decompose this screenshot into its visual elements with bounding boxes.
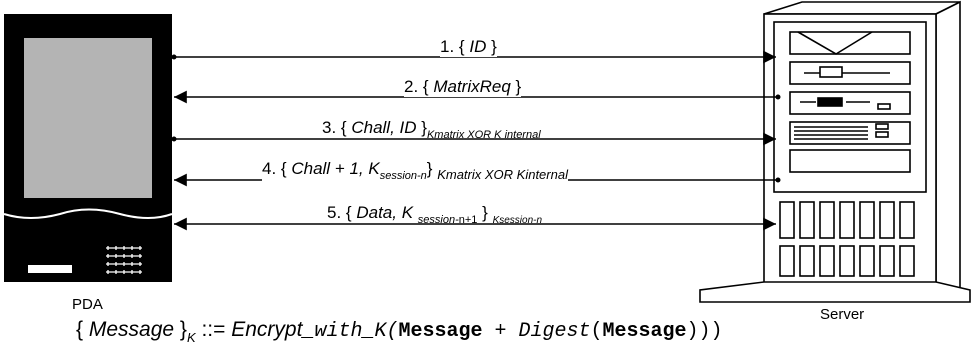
pda-keypad-icon	[106, 246, 142, 274]
server-caption: Server	[820, 306, 865, 323]
encryption-formula: { Message }K ::= Encrypt_with_K(Message …	[76, 318, 723, 345]
message-1-label: 1. { ID }	[440, 37, 497, 57]
message-4-label: 4. { Chall + 1, Ksession-n} Kmatrix XOR …	[262, 159, 568, 185]
pda-screen	[24, 38, 152, 198]
server-tower-icon	[699, 0, 971, 303]
pda-slot-icon	[28, 265, 72, 273]
pda-device-icon	[3, 14, 173, 282]
message-5-label: 5. { Data, K session-n+1 } Ksession-n	[327, 203, 543, 226]
pda-caption: PDA	[72, 296, 103, 313]
message-2-label: 2. { MatrixReq }	[404, 77, 522, 97]
message-3-label: 3. { Chall, ID }Kmatrix XOR K internal	[322, 118, 541, 141]
